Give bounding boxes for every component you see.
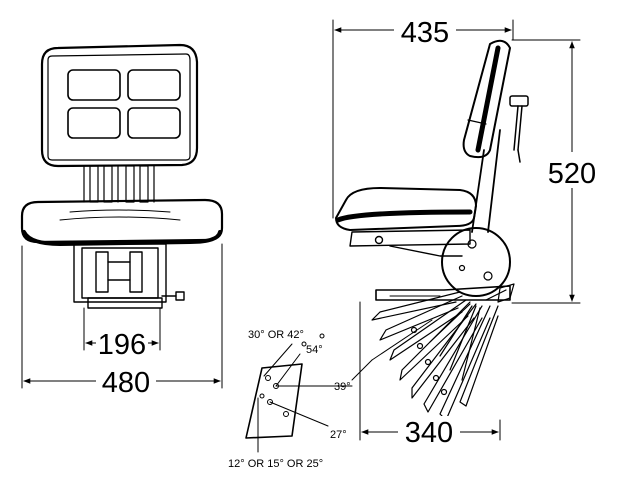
front-backrest-panel — [67, 69, 121, 101]
side-view: 435 520 — [332, 14, 601, 449]
overall-width-label: 480 — [102, 367, 150, 399]
front-struts — [83, 165, 155, 203]
height-dimension: 520 — [511, 39, 601, 304]
side-base-plate — [375, 285, 511, 301]
front-backrest-panel — [67, 107, 121, 139]
bracket-plate — [245, 363, 303, 439]
mount-width-label: 196 — [98, 329, 146, 361]
angle-label-30-42: 30° OR 42° — [248, 329, 304, 341]
angle-label-27: 27° — [330, 429, 347, 441]
base-depth-dimension: 340 — [359, 301, 501, 449]
depth-dimension: 435 — [332, 14, 514, 219]
front-view: 196 480 — [20, 43, 224, 399]
angle-label-39: 39° — [334, 381, 351, 393]
depth-label: 435 — [401, 17, 449, 49]
front-suspension — [73, 243, 185, 309]
angle-label-54: 54° — [306, 344, 323, 356]
base-depth-label: 340 — [405, 417, 453, 449]
front-backrest-panel — [127, 107, 181, 139]
mount-width-dimension: 196 — [83, 307, 161, 361]
side-pivot-disc — [441, 227, 511, 297]
front-backrest-panel — [127, 69, 181, 101]
front-backrest — [40, 43, 199, 168]
side-adjust-lever — [509, 95, 529, 163]
tilt-range-fan — [371, 283, 515, 421]
front-seat-cushion — [20, 198, 224, 244]
height-label: 520 — [548, 158, 596, 190]
angle-detail: 30° OR 42° 54° 39° 27° 12° OR 15° OR 25° — [228, 329, 353, 470]
overall-width-dimension: 480 — [21, 243, 223, 399]
side-seat-cushion — [335, 187, 477, 231]
angle-label-12-15-25: 12° OR 15° OR 25° — [228, 458, 323, 470]
